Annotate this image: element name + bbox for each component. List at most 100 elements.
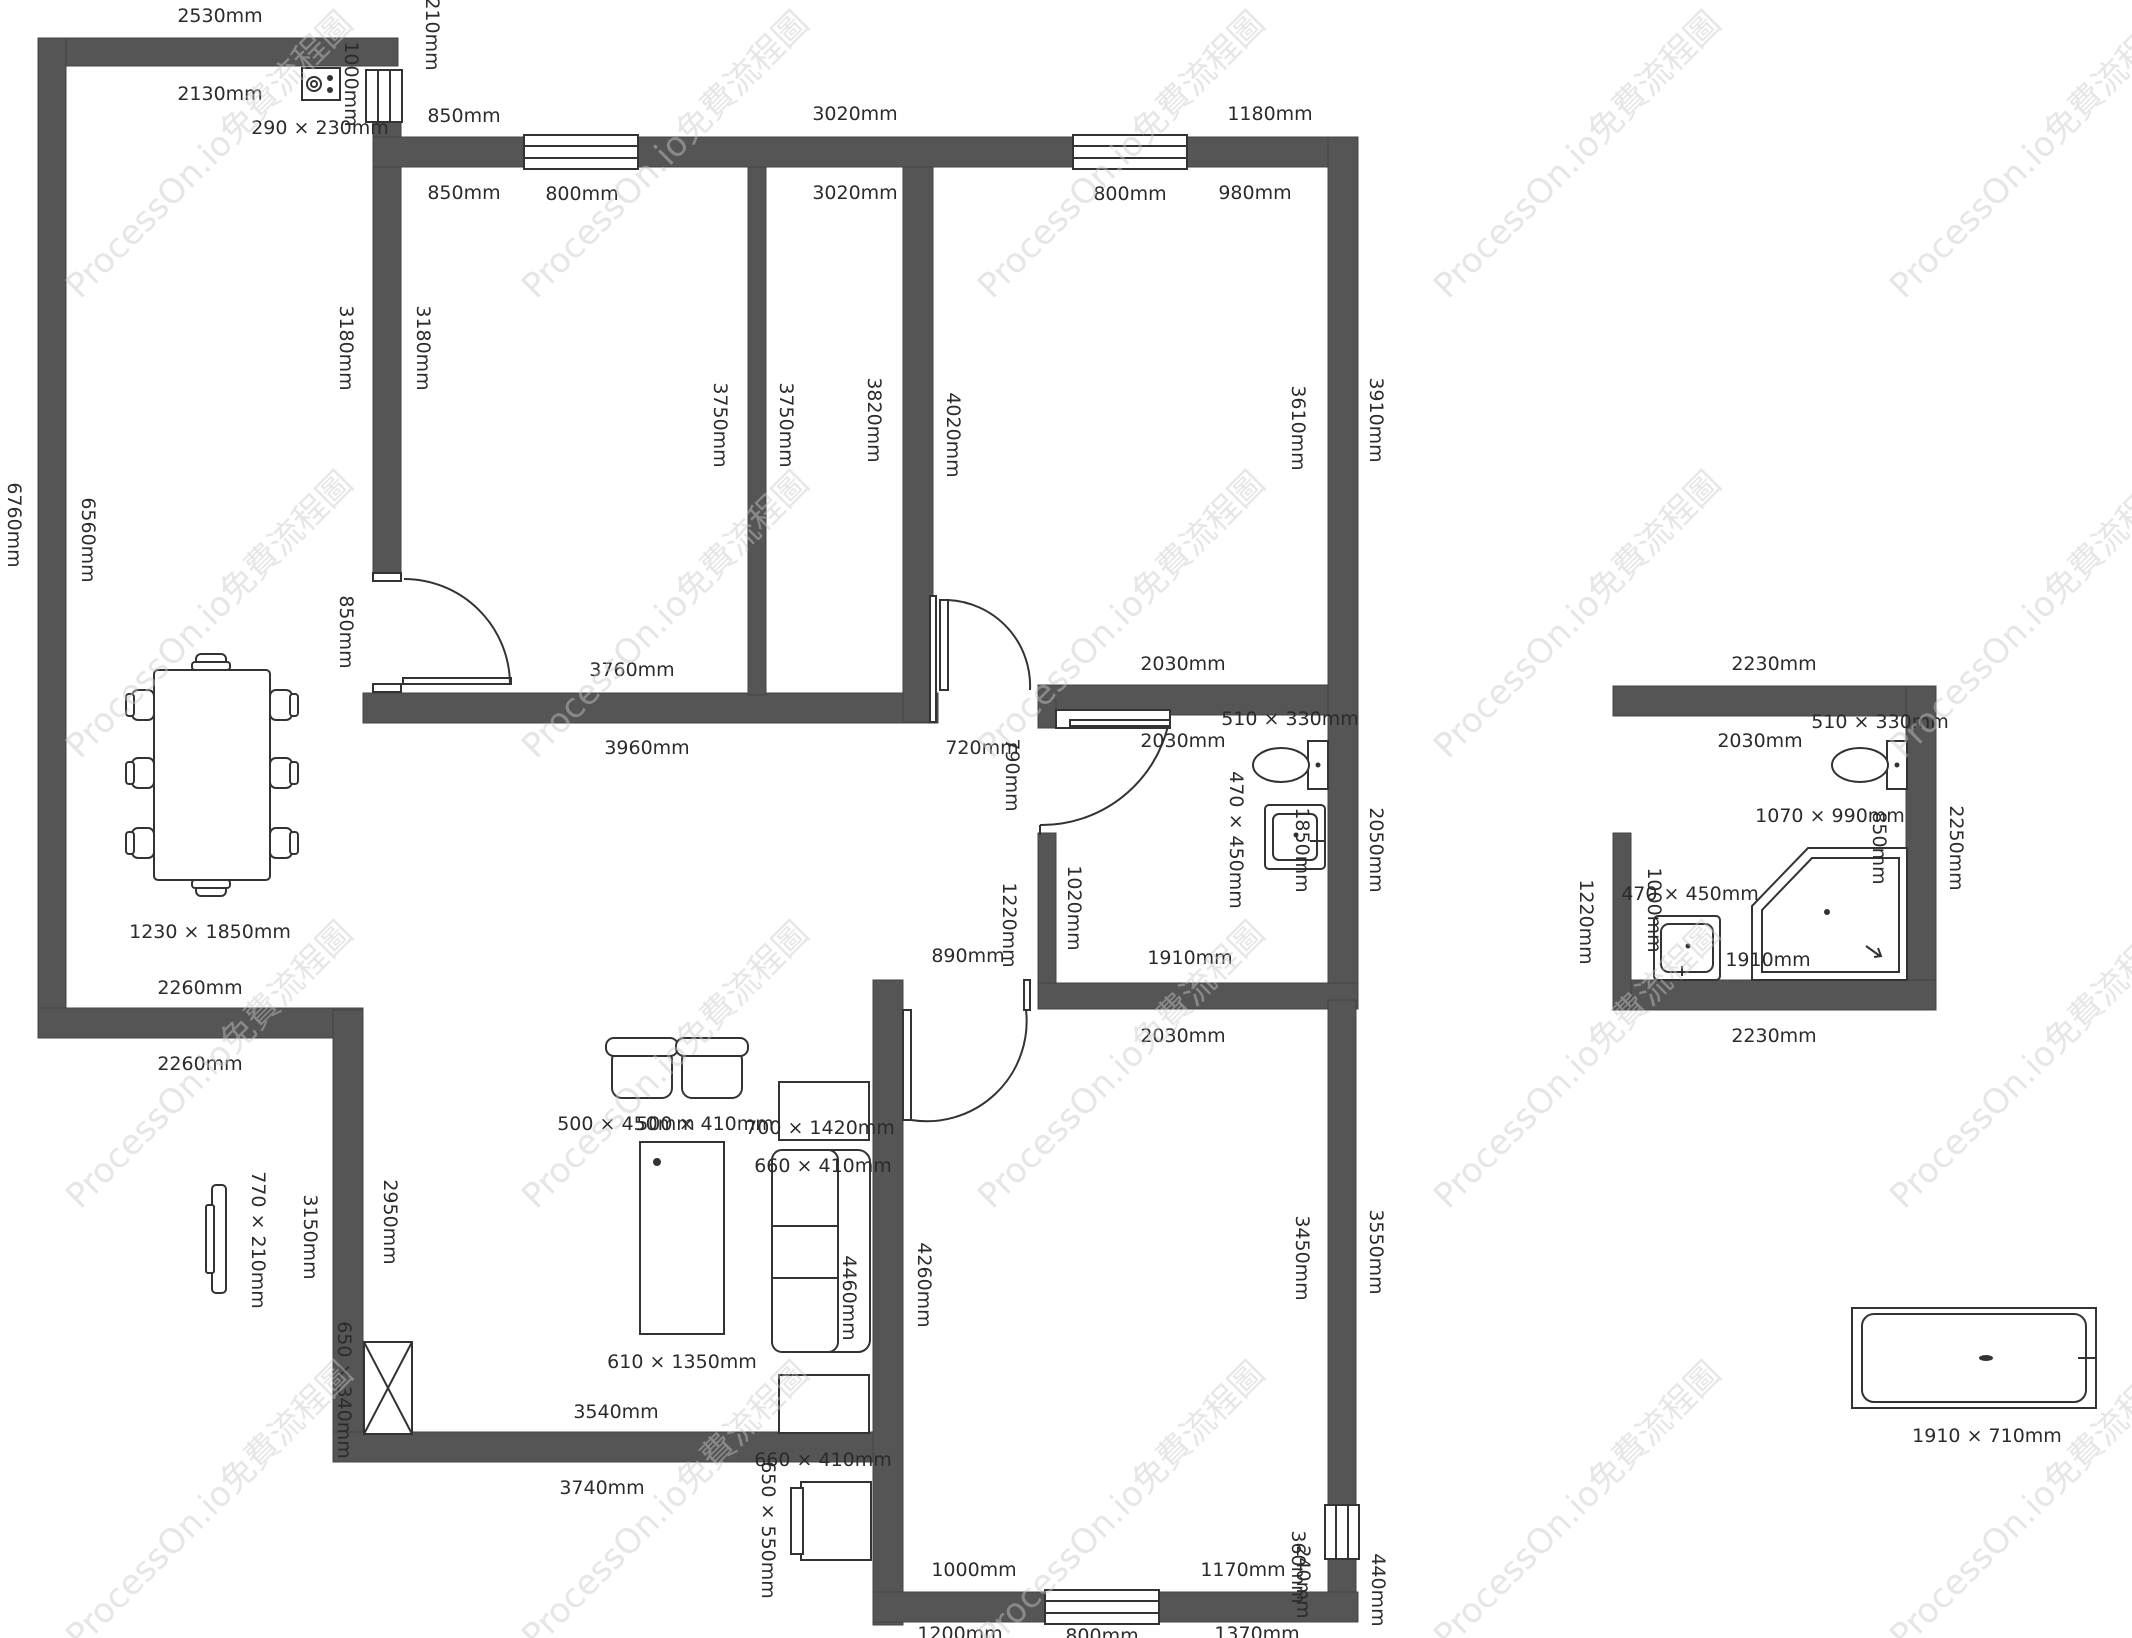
chair-icon xyxy=(191,879,231,897)
dimension-label: 2950mm xyxy=(379,1179,401,1264)
dimension-label: 3610mm xyxy=(1287,385,1309,470)
dimension-label: 1370mm xyxy=(1214,1623,1299,1638)
dimension-label: 2260mm xyxy=(157,977,242,999)
chair-icon xyxy=(675,1037,749,1099)
dimension-label: 610 × 1350mm xyxy=(607,1351,757,1373)
dimension-label: 6560mm xyxy=(77,497,99,582)
dimension-label: 1070 × 990mm xyxy=(1755,805,1905,827)
wall-bedroom3-left xyxy=(872,979,904,1626)
wall-bedroom2-left xyxy=(902,166,934,723)
dimension-label: 2030mm xyxy=(1140,730,1225,752)
dimension-label: 1200mm xyxy=(917,1623,1002,1638)
dimension-label: 660 × 410mm xyxy=(754,1449,892,1471)
dimension-label: 1000mm xyxy=(1643,867,1665,952)
dimension-label: 510 × 330mm xyxy=(1221,708,1359,730)
dimension-label: 2250mm xyxy=(1945,805,1967,890)
dimension-label: 470 × 450mm xyxy=(1225,771,1247,909)
dimension-label: 2260mm xyxy=(157,1053,242,1075)
dimension-label: 700 × 1420mm xyxy=(745,1117,895,1139)
dimension-label: 360mm xyxy=(1287,1530,1309,1603)
sofa-icon xyxy=(771,1149,871,1353)
wall-dining-bottom xyxy=(37,1007,364,1039)
dimension-label: 3020mm xyxy=(812,182,897,204)
dimension-label: 2050mm xyxy=(1365,807,1387,892)
dimension-label: 2030mm xyxy=(1140,1025,1225,1047)
dimension-label: 1220mm xyxy=(998,882,1020,967)
wall-top-main xyxy=(372,136,1359,168)
dimension-label: 4260mm xyxy=(913,1242,935,1327)
wall-bath2-bottom xyxy=(1612,979,1937,1011)
dimension-label: 890mm xyxy=(931,945,1004,967)
dimension-label: 3540mm xyxy=(573,1401,658,1423)
dining-table-icon xyxy=(125,653,299,897)
dimension-label: 660 × 410mm xyxy=(754,1155,892,1177)
dimension-label: 3760mm xyxy=(589,659,674,681)
dimension-label: 2030mm xyxy=(1717,730,1802,752)
dimension-label: 720mm xyxy=(945,737,1018,759)
wall-closet-divider xyxy=(747,166,767,696)
wall-bath-left-bottom xyxy=(1037,832,1057,984)
dimension-label: 3960mm xyxy=(604,737,689,759)
dimension-label: 3750mm xyxy=(709,382,731,467)
door-swing-icon xyxy=(1039,709,1171,835)
watermark: ProcessOn.io免費流程圖 xyxy=(58,913,361,1216)
dimension-label: 4460mm xyxy=(838,1255,860,1340)
side-table-icon xyxy=(778,1374,870,1434)
dimension-label: 770 × 210mm xyxy=(247,1171,269,1309)
dimension-label: 650 × 340mm xyxy=(333,1321,355,1459)
sink-icon xyxy=(1264,804,1326,870)
dimension-label: 1910mm xyxy=(1147,947,1232,969)
dimension-label: 4020mm xyxy=(942,392,964,477)
dimension-label: 500 × 410mm xyxy=(636,1113,774,1135)
windows xyxy=(365,69,1360,1625)
wall-top-left xyxy=(37,37,399,67)
window-icon xyxy=(1072,134,1188,170)
dimension-label: 3550mm xyxy=(1365,1209,1387,1294)
dimension-label: 240mm xyxy=(1292,1545,1314,1618)
dimension-label: 3150mm xyxy=(299,1194,321,1279)
stove-icon xyxy=(301,67,341,101)
dimension-label: 800mm xyxy=(545,183,618,205)
door-swing-icon xyxy=(929,595,1032,723)
wall-bath-bottom xyxy=(1037,982,1359,1010)
washing-machine-icon xyxy=(790,1481,872,1561)
doors xyxy=(372,572,1171,1123)
dimension-label: 6760mm xyxy=(3,482,25,567)
dimension-label: 2230mm xyxy=(1731,653,1816,675)
chair-icon xyxy=(125,757,155,789)
dimension-label: 1910 × 710mm xyxy=(1912,1425,2062,1447)
dimension-label: 1230 × 1850mm xyxy=(129,921,291,943)
chair-icon xyxy=(125,827,155,859)
sink-icon xyxy=(1653,915,1721,981)
watermark: ProcessOn.io免費流程圖 xyxy=(58,1353,361,1638)
chair-icon xyxy=(269,689,299,721)
wall-bath2-right xyxy=(1905,685,1937,1010)
dimension-label: 500 × 450mm xyxy=(557,1113,695,1135)
walls xyxy=(37,37,1937,1626)
dimension-label: 1220mm xyxy=(1575,879,1597,964)
chair-icon xyxy=(191,653,231,671)
wall-living-left xyxy=(332,1009,364,1461)
watermark: ProcessOn.io免費流程圖 xyxy=(1426,3,1729,306)
dimension-label: 3180mm xyxy=(335,305,357,390)
dimension-label: 850mm xyxy=(335,595,357,668)
cabinet-icon xyxy=(363,1341,413,1435)
dimension-label: 3910mm xyxy=(1365,377,1387,462)
door-swing-icon xyxy=(902,979,1031,1123)
dimension-label: 210mm xyxy=(421,0,443,71)
dimension-label: 2230mm xyxy=(1731,1025,1816,1047)
dimension-label: 800mm xyxy=(1065,1625,1138,1638)
dimension-label: 290 × 230mm xyxy=(251,117,389,139)
dimension-label: 800mm xyxy=(1093,183,1166,205)
dimension-label: 790mm xyxy=(1001,738,1023,811)
wall-right-outer-top xyxy=(1327,136,1359,1000)
dimension-label: 1000mm xyxy=(340,41,362,126)
dimension-label: 3750mm xyxy=(775,382,797,467)
wall-bath2-left xyxy=(1612,832,1632,1009)
window-icon xyxy=(523,134,639,170)
wall-bedroom-left-vertical xyxy=(372,119,402,576)
side-table-icon xyxy=(778,1081,870,1141)
watermark: ProcessOn.io免費流程圖 xyxy=(1426,1353,1729,1638)
window-icon xyxy=(1044,1589,1160,1625)
